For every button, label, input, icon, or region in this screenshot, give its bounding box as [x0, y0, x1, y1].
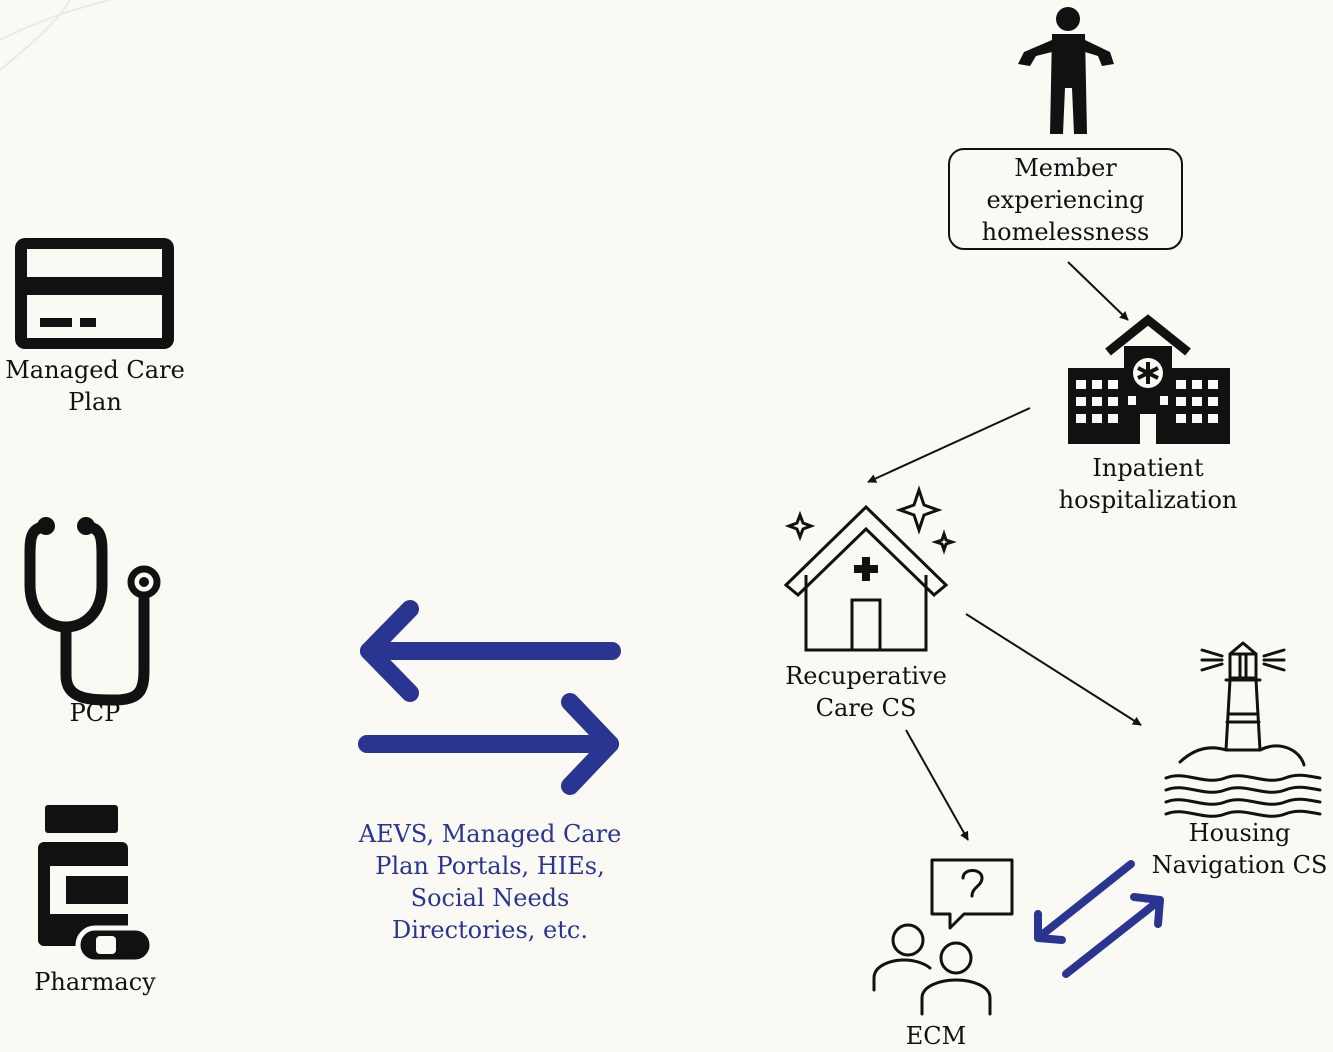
exchange-label: AEVS, Managed Care Plan Portals, HIEs, S… — [349, 818, 631, 946]
pill-bottle-icon — [38, 805, 155, 965]
label-line: Plan Portals, HIEs, — [375, 852, 605, 880]
label-line: experiencing — [986, 186, 1145, 214]
person-icon — [1018, 7, 1114, 134]
flow-arrows — [867, 261, 1142, 841]
label-line: Navigation CS — [1151, 851, 1328, 879]
people-question-icon — [872, 858, 1014, 1016]
label-line: Directories, etc. — [392, 916, 588, 944]
pcp-label: PCP — [0, 697, 190, 729]
ecm-label: ECM — [876, 1020, 996, 1052]
house-medical-icon — [783, 485, 957, 652]
label-line: Housing — [1188, 819, 1291, 847]
label-line: ECM — [905, 1022, 967, 1050]
label-line: PCP — [69, 699, 121, 727]
label-line: Recuperative — [785, 662, 947, 690]
hospital-icon — [1068, 314, 1230, 444]
credit-card-icon — [15, 238, 174, 349]
label-line: Plan — [68, 388, 122, 416]
label-line: Care CS — [815, 694, 917, 722]
label-line: homelessness — [981, 218, 1150, 246]
pharmacy-label: Pharmacy — [0, 966, 190, 998]
label-line: Social Needs — [410, 884, 570, 912]
medical-cross-icon — [854, 557, 878, 581]
label-line: hospitalization — [1058, 486, 1238, 514]
label-line: Member — [1014, 154, 1117, 182]
label-line: Pharmacy — [34, 968, 156, 996]
bidirectional-arrows-icon — [358, 600, 621, 795]
recuperative-label: Recuperative Care CS — [766, 660, 966, 724]
label-line: AEVS, Managed Care — [358, 820, 622, 848]
label-line: Managed Care — [5, 356, 185, 384]
stethoscope-icon — [24, 521, 161, 706]
arrow-member-to-hospital — [1067, 261, 1129, 321]
label-line: Inpatient — [1092, 454, 1204, 482]
hospital-label: Inpatient hospitalization — [1043, 452, 1253, 516]
member-label: Member experiencing homelessness — [948, 152, 1183, 248]
decorative-curves — [0, 0, 111, 71]
ecm-housing-exchange-arrows — [1034, 860, 1164, 978]
managed-care-plan-label: Managed Care Plan — [0, 354, 190, 418]
arrow-hospital-to-recuperative — [867, 407, 1031, 483]
lighthouse-icon — [1164, 641, 1322, 818]
member-box — [948, 148, 1183, 250]
arrow-recuperative-to-ecm — [905, 729, 969, 841]
housing-label: Housing Navigation CS — [1146, 817, 1333, 881]
arrow-recuperative-to-housing — [965, 613, 1142, 726]
